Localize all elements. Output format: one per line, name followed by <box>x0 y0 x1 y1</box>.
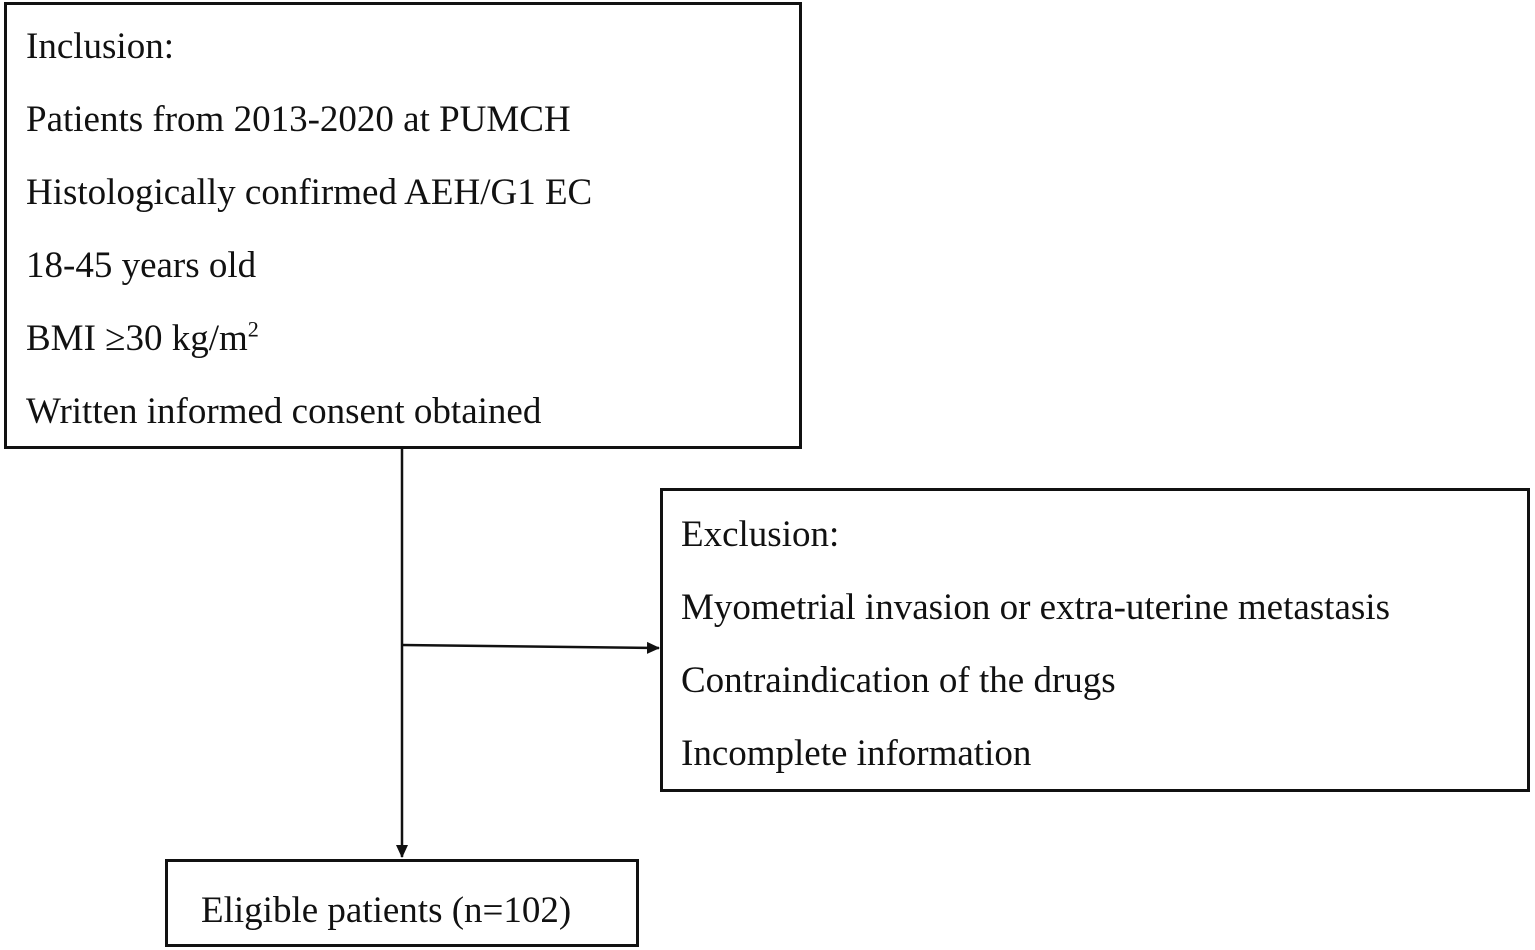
exclusion-item-incomplete: Incomplete information <box>681 733 1032 774</box>
bmi-unit-superscript: 2 <box>247 316 259 342</box>
eligible-patients-box: Eligible patients (n=102) <box>165 859 639 947</box>
eligible-patients-label: Eligible patients (n=102) <box>201 890 572 931</box>
inclusion-item-bmi: BMI ≥30 kg/m2 <box>26 316 259 359</box>
inclusion-item-histology: Histologically confirmed AEH/G1 EC <box>26 172 593 213</box>
exclusion-branch-line <box>401 641 660 654</box>
exclusion-criteria-box: Exclusion: Myometrial invasion or extra-… <box>660 488 1530 792</box>
inclusion-item-bmi-text: BMI ≥30 kg/m <box>26 318 248 359</box>
inclusion-title: Inclusion: <box>26 26 174 67</box>
inclusion-item-consent: Written informed consent obtained <box>26 391 542 432</box>
inclusion-item-age: 18-45 years old <box>26 245 257 286</box>
inclusion-criteria-box: Inclusion: Patients from 2013-2020 at PU… <box>4 2 802 449</box>
exclusion-item-contraindication: Contraindication of the drugs <box>681 660 1116 701</box>
exclusion-item-invasion: Myometrial invasion or extra-uterine met… <box>681 587 1390 628</box>
exclusion-title: Exclusion: <box>681 514 840 555</box>
inclusion-item-period: Patients from 2013-2020 at PUMCH <box>26 99 571 140</box>
